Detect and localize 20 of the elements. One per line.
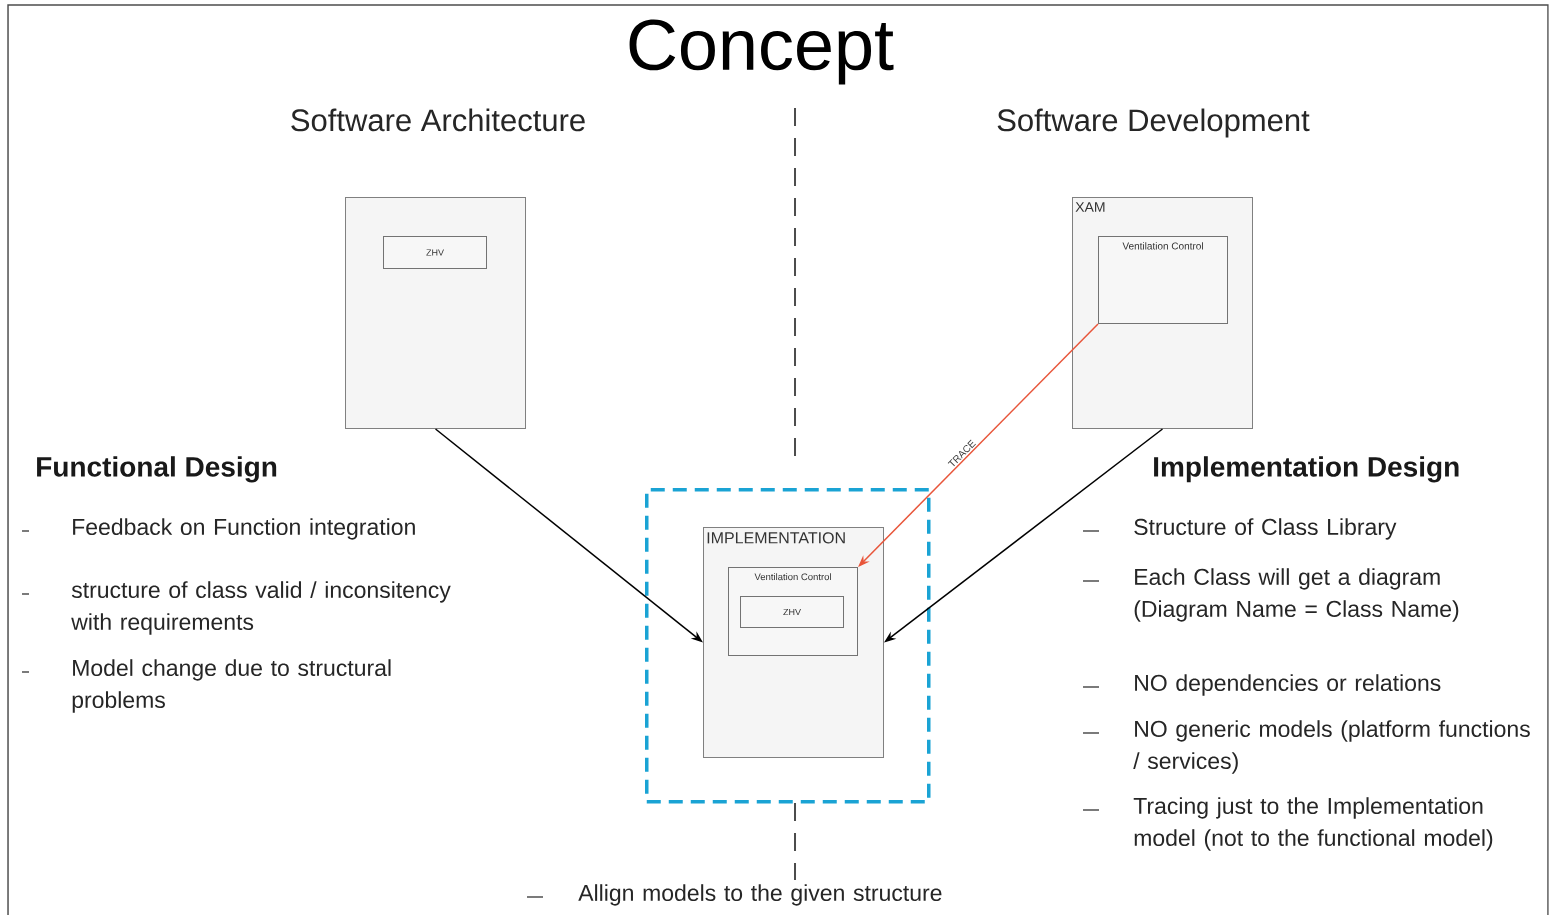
arrow — [858, 323, 1099, 567]
list-item: Model change due to structural problems — [72, 659, 391, 713]
element-box: ZHV — [383, 236, 487, 269]
element-box: ZHV — [740, 596, 844, 628]
title: Concept — [629, 19, 894, 85]
list-item: Tracing just to the Implementation model (not to the functional model) — [1133, 797, 1493, 851]
list-item: NO generic models (platform functions / services) — [1133, 720, 1530, 774]
section-heading: Implementation Design — [1154, 456, 1459, 483]
section-heading: Functional Design — [37, 456, 277, 483]
list-item: structure of class valid / inconsitency with requirements — [71, 581, 451, 635]
list-item: Each Class will get a diagram (Diagram Name = Class Name) — [1134, 568, 1459, 622]
section-heading: Software Architecture — [291, 108, 585, 132]
section-heading: Software Development — [997, 108, 1310, 138]
dashed-frame — [645, 488, 931, 804]
list-item: NO dependencies or relations — [1135, 674, 1441, 696]
list-item: Structure of Class Library — [1134, 518, 1397, 540]
model-box — [345, 197, 526, 429]
list-item: Allign models to the given structure — [578, 884, 942, 906]
list-item: Feedback on Function integration — [73, 518, 415, 540]
element-box: Ventilation Control — [1098, 236, 1228, 324]
